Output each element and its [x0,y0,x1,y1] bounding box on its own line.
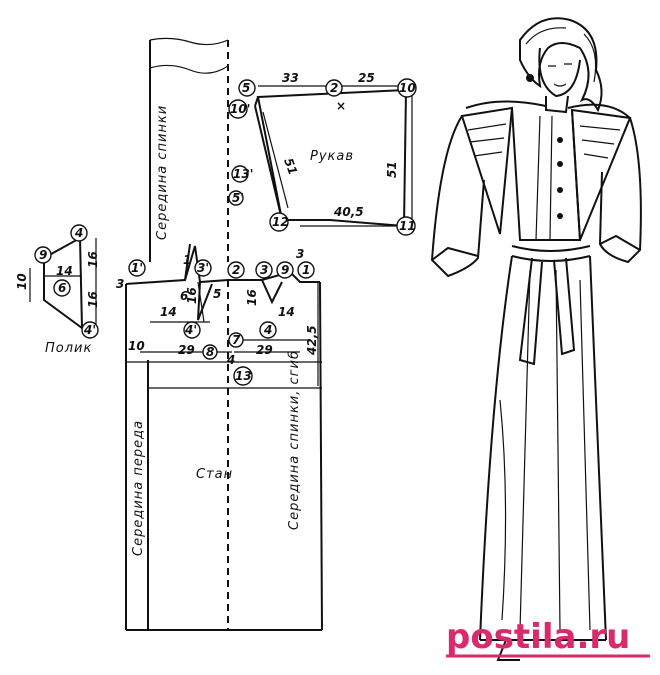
polik-dim-16-bottom: 16 [86,291,100,308]
point-4-body: 4 [263,323,272,337]
watermark-text: postila.ru [446,617,630,657]
back-center-strip: Середина спинки [149,37,229,262]
dim-42-5: 42,5 [305,325,319,356]
button-icon [557,187,563,193]
dim-10-front: 10 [128,339,145,353]
polik-label: Полик [45,341,92,356]
front-center-label: Середина переда [131,420,146,556]
point-4-prime-body: 4' [184,323,197,337]
polik-dim-10: 10 [15,273,29,290]
button-icon [557,161,563,167]
dim-29-left: 29 [178,343,195,357]
point-2: 2 [330,81,338,95]
point-3-prime: 3' [197,261,209,275]
point-10: 10 [399,81,416,95]
body-point-3-right: 3 [296,247,304,261]
dim-40-5: 40,5 [333,205,364,219]
skirt-left-edge [479,255,513,641]
button-icon [557,137,563,143]
polik-piece: 4 9 6 4' 14 16 16 10 Полик [15,224,100,356]
point-2-body: 2 [232,263,240,277]
body-piece: Середина переда Стан Середина спинки, сг… [116,243,323,631]
point-5: 5 [242,81,250,95]
skirt-right-edge [589,255,607,641]
svg-text:1: 1 [183,253,191,267]
polik-point-6: 6 [58,281,66,295]
hair-shape [519,17,603,113]
dim-6: 6 [180,289,188,303]
point-9-body: 9 [281,263,289,277]
dim-29-right: 29 [256,343,273,357]
sleeve-piece: 33 25 51 51 40,5 Рукав × [254,71,413,228]
polik-point-4: 4 [74,226,83,240]
point-3-body: 3 [260,263,268,277]
watermark: postila.ru [446,617,650,658]
body-points: 1' 3' 2 3 9 1 4 4' 7 8 13 4 1 [128,253,315,386]
dim-51-slant: 51 [281,156,300,176]
dress-illustration [430,17,642,661]
point-5-prime: 5' [232,191,244,205]
dim-16-right: 16 [245,289,259,306]
dim-51-vertical: 51 [385,161,399,178]
point-12: 12 [272,215,289,229]
polik-point-9: 9 [39,248,47,262]
point-10-prime: 10' [230,102,250,116]
point-11: 11 [399,219,416,233]
dim-16-left: 16 [185,287,199,304]
point-1-prime: 1' [131,261,143,275]
svg-text:×: × [336,99,346,113]
svg-text:4: 4 [226,353,235,367]
left-yoke [460,106,514,235]
stan-label: Стан [196,467,233,482]
dim-14-left: 14 [160,305,177,319]
point-8: 8 [206,345,214,359]
sleeve-points: 5 10' 2 10 11 12 13' 5' [228,78,417,236]
point-13: 13 [235,369,252,383]
dim-25: 25 [358,71,375,85]
point-13-prime: 13' [233,167,253,181]
dim-33: 33 [282,71,299,85]
dim-5: 5 [213,287,221,301]
point-1-body: 1 [302,263,310,277]
back-center-label: Середина спинки [155,105,170,240]
point-7: 7 [232,333,241,347]
button-icon [557,213,563,219]
body-point-3-left: 3 [116,277,124,291]
back-fold-label: Середина спинки, сгиб [287,350,302,530]
polik-dim-16-top: 16 [86,251,100,268]
polik-dim-14: 14 [56,264,73,278]
dim-14-right: 14 [278,305,295,319]
polik-point-4-prime: 4' [83,323,96,337]
sleeve-label: Рукав [310,149,354,164]
earring-icon [526,74,534,82]
